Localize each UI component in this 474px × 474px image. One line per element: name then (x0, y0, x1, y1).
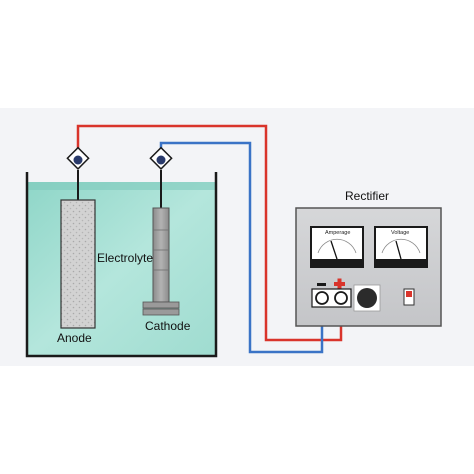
terminal-block (311, 288, 352, 308)
rectifier-unit: Amperage Voltage (295, 207, 442, 327)
positive-wire (76, 124, 343, 342)
tank-wall (25, 172, 218, 358)
power-switch (403, 288, 415, 306)
negative-sign (317, 283, 326, 286)
negative-terminal (315, 291, 329, 305)
anode-clamp-icon (66, 146, 90, 170)
cathode-electrode (142, 170, 180, 316)
anode-label: Anode (57, 331, 92, 345)
negative-wire (159, 141, 324, 354)
electrolyte-liquid (27, 182, 216, 356)
cathode-clamp-icon (149, 146, 173, 170)
voltage-label: Voltage (391, 230, 409, 236)
positive-sign (334, 278, 345, 290)
positive-terminal (334, 291, 348, 305)
electrolyte-label: Electrolyte (97, 251, 153, 265)
rectifier-label: Rectifier (345, 189, 389, 203)
control-knob (353, 284, 381, 312)
anode-electrode (60, 170, 96, 329)
electrolyte-tank (25, 172, 218, 358)
amperage-meter (310, 226, 364, 268)
cathode-label: Cathode (145, 319, 191, 333)
amperage-label: Amperage (325, 230, 350, 236)
voltage-meter (374, 226, 428, 268)
